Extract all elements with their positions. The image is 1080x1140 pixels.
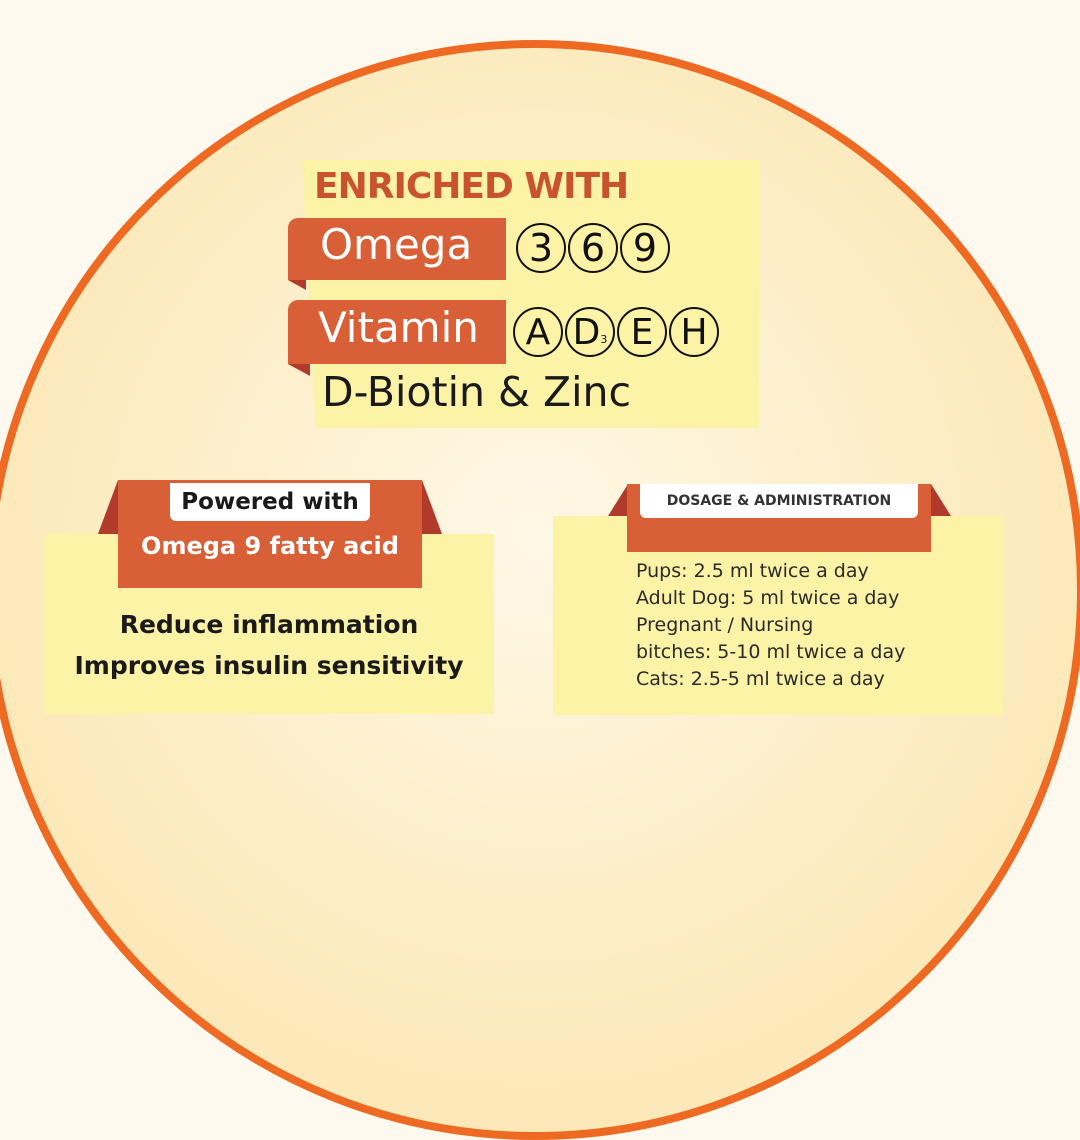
omega-3-badge: 3 <box>516 223 566 273</box>
omega-9-badge: 9 <box>620 223 670 273</box>
omega-6-badge: 6 <box>568 223 618 273</box>
vitamin-label: Vitamin <box>318 303 479 352</box>
vitamin-e-badge: E <box>617 307 667 357</box>
dosage-line: Cats: 2.5-5 ml twice a day <box>636 668 885 690</box>
ribbon-fold <box>288 364 310 376</box>
ribbon-fold-right <box>931 484 951 516</box>
omega-label: Omega <box>320 220 473 269</box>
benefit-list: Reduce inflammation Improves insulin sen… <box>44 604 494 686</box>
dosage-line: Adult Dog: 5 ml twice a day <box>636 587 900 609</box>
extra-nutrients: D-Biotin & Zinc <box>322 368 632 416</box>
enriched-heading: ENRICHED WITH <box>314 166 629 207</box>
ribbon-fold <box>288 280 306 290</box>
powered-tag: Powered with <box>170 483 370 521</box>
dosage-line: Pups: 2.5 ml twice a day <box>636 560 869 582</box>
vitamin-ribbon <box>288 300 506 364</box>
dosage-list: Pups: 2.5 ml twice a day Adult Dog: 5 ml… <box>636 558 905 693</box>
vitamin-h-badge: H <box>669 307 719 357</box>
dosage-title: DOSAGE & ADMINISTRATION <box>640 484 918 518</box>
dosage-line: Pregnant / Nursing <box>636 614 814 636</box>
powered-ribbon-text: Omega 9 fatty acid <box>141 532 399 560</box>
ribbon-fold-left <box>608 484 628 516</box>
ribbon-fold-left <box>98 480 118 534</box>
enriched-note <box>302 160 759 428</box>
omega-ribbon <box>288 218 506 280</box>
benefit-item: Improves insulin sensitivity <box>74 651 464 680</box>
ribbon-fold-right <box>422 480 442 534</box>
vitamin-d-subscript: 3 <box>600 332 608 346</box>
benefit-item: Reduce inflammation <box>119 610 419 639</box>
vitamin-a-badge: A <box>513 307 563 357</box>
vitamin-d-letter: D <box>572 311 601 353</box>
dosage-line: bitches: 5-10 ml twice a day <box>636 641 906 663</box>
